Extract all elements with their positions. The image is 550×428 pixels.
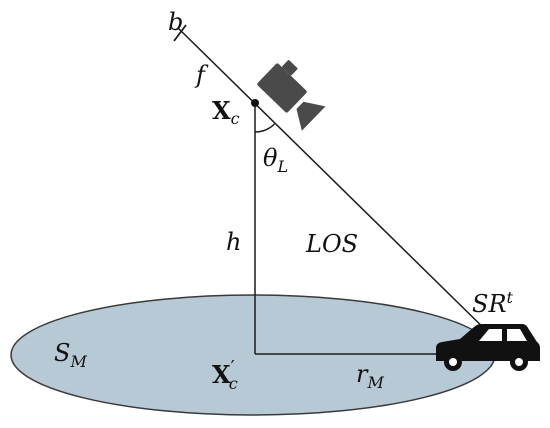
b-label: b bbox=[168, 8, 183, 36]
ground-point-label: X′c bbox=[212, 357, 238, 393]
h-label: h bbox=[226, 228, 241, 256]
sm-label: SM bbox=[54, 339, 87, 371]
theta-label: θL bbox=[263, 144, 288, 176]
camera-point-label: Xc bbox=[212, 96, 240, 128]
car-icon bbox=[436, 324, 540, 371]
los-label: LOS bbox=[305, 230, 358, 258]
los-line bbox=[177, 27, 501, 345]
f-label: f bbox=[194, 61, 209, 89]
camera-icon bbox=[257, 60, 326, 131]
sr-label: SRt bbox=[472, 288, 514, 318]
camera-point-dot bbox=[251, 99, 259, 107]
b-tick-mark bbox=[173, 24, 187, 42]
angle-arc bbox=[254, 123, 276, 133]
rm-label: rM bbox=[356, 360, 384, 392]
